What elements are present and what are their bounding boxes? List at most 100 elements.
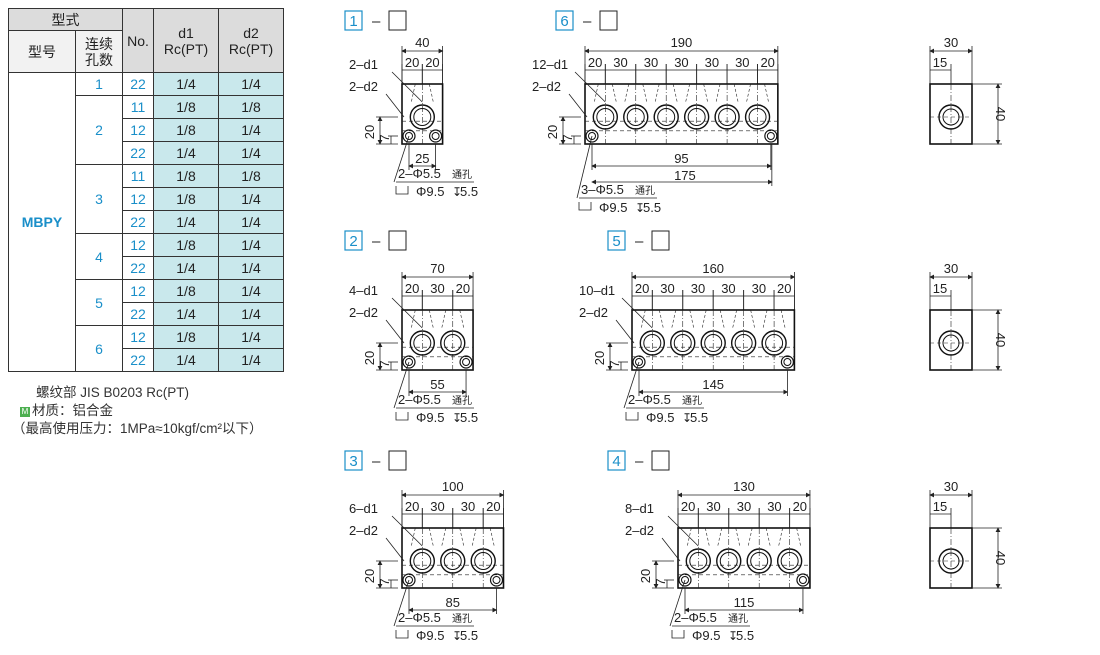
figure-dash: – bbox=[635, 453, 644, 470]
counterbore-depth: 5.5 bbox=[736, 628, 754, 643]
label-d1: 8–d1 bbox=[625, 501, 654, 516]
dim-span: 30 bbox=[705, 55, 719, 70]
hole-thru: 通孔 bbox=[452, 395, 472, 407]
port-outer bbox=[409, 330, 435, 356]
port-outer bbox=[592, 104, 618, 130]
dim-h7: 7 bbox=[560, 134, 575, 141]
depth-icon: ↧ bbox=[682, 411, 692, 425]
label-d1: 10–d1 bbox=[579, 283, 615, 298]
dim-mount: 95 bbox=[674, 151, 688, 166]
counterbore-depth: 5.5 bbox=[643, 200, 661, 215]
dim-span: 20 bbox=[405, 281, 419, 296]
side-width: 30 bbox=[944, 35, 958, 50]
figure-blank-box bbox=[599, 10, 618, 31]
figure-number: 3 bbox=[349, 453, 357, 470]
dim-span: 30 bbox=[721, 281, 735, 296]
dim-span: 30 bbox=[767, 499, 781, 514]
d1-cell: 1/4 bbox=[153, 302, 219, 326]
figure-number: 2 bbox=[349, 233, 357, 250]
figure-dash: – bbox=[635, 233, 644, 250]
dim-span: 30 bbox=[644, 55, 658, 70]
dim-span: 30 bbox=[735, 55, 749, 70]
dim-total: 40 bbox=[415, 35, 429, 50]
label-d2: 2–d2 bbox=[349, 523, 378, 538]
no-cell: 22 bbox=[122, 141, 154, 165]
port-inner bbox=[443, 334, 462, 352]
dim-total: 190 bbox=[671, 35, 693, 50]
port-inner bbox=[673, 334, 692, 352]
dim-mount: 85 bbox=[446, 595, 460, 610]
depth-icon: ↧ bbox=[452, 411, 462, 425]
port-inner bbox=[596, 108, 615, 126]
dim-h7: 7 bbox=[653, 578, 668, 585]
figure-blank-box bbox=[388, 10, 407, 31]
dim-span: 30 bbox=[430, 499, 444, 514]
port-inner bbox=[413, 552, 432, 570]
hole-thru: 通孔 bbox=[635, 185, 655, 197]
port-inner bbox=[689, 552, 708, 570]
no-cell: 22 bbox=[122, 72, 154, 96]
count-cell: 4 bbox=[75, 233, 123, 280]
port-outer bbox=[653, 104, 679, 130]
port-inner bbox=[626, 108, 645, 126]
port-inner bbox=[765, 334, 784, 352]
no-cell: 12 bbox=[122, 187, 154, 211]
d1-cell: 1/4 bbox=[153, 141, 219, 165]
dim-total: 100 bbox=[442, 479, 464, 494]
counterbore-depth: 5.5 bbox=[690, 410, 708, 425]
dim-h7: 7 bbox=[607, 360, 622, 367]
dim-span: 30 bbox=[706, 499, 720, 514]
port-outer bbox=[700, 330, 726, 356]
d1-cell: 1/8 bbox=[153, 95, 219, 119]
dim-h20: 20 bbox=[362, 569, 377, 583]
port-outer bbox=[409, 104, 435, 130]
dim-h7: 7 bbox=[377, 360, 392, 367]
side-offset: 15 bbox=[933, 499, 947, 514]
d2-cell: 1/4 bbox=[218, 187, 284, 211]
hole-callout: 2–Φ5.5 bbox=[398, 610, 441, 625]
d2-cell: 1/8 bbox=[218, 95, 284, 119]
figure-number-box bbox=[344, 450, 363, 471]
label-d2: 2–d2 bbox=[349, 305, 378, 320]
dim-span: 20 bbox=[456, 281, 470, 296]
manifold-body bbox=[584, 83, 779, 145]
d2-cell: 1/4 bbox=[218, 118, 284, 142]
port-inner bbox=[687, 108, 706, 126]
hole-callout: 2–Φ5.5 bbox=[398, 392, 441, 407]
d2-cell: 1/4 bbox=[218, 72, 284, 96]
hole-callout: 2–Φ5.5 bbox=[674, 610, 717, 625]
dim-h7: 7 bbox=[377, 578, 392, 585]
dim-span: 20 bbox=[405, 55, 419, 70]
dim-h20: 20 bbox=[362, 125, 377, 139]
dim-span: 20 bbox=[635, 281, 649, 296]
d2-cell: 1/4 bbox=[218, 141, 284, 165]
dim-h20: 20 bbox=[545, 125, 560, 139]
figure-number-box bbox=[607, 450, 626, 471]
d2-cell: 1/4 bbox=[218, 279, 284, 303]
d1-cell: 1/8 bbox=[153, 187, 219, 211]
counterbore: Φ9.5 bbox=[416, 184, 444, 199]
port-inner bbox=[704, 334, 723, 352]
side-height: 40 bbox=[993, 333, 1008, 347]
label-d1: 12–d1 bbox=[532, 57, 568, 72]
header-type: 型式 bbox=[8, 8, 123, 31]
figure-number-box bbox=[344, 10, 363, 31]
port-outer bbox=[714, 104, 740, 130]
counterbore: Φ9.5 bbox=[646, 410, 674, 425]
figure-number-box bbox=[344, 230, 363, 251]
port-outer bbox=[470, 548, 496, 574]
